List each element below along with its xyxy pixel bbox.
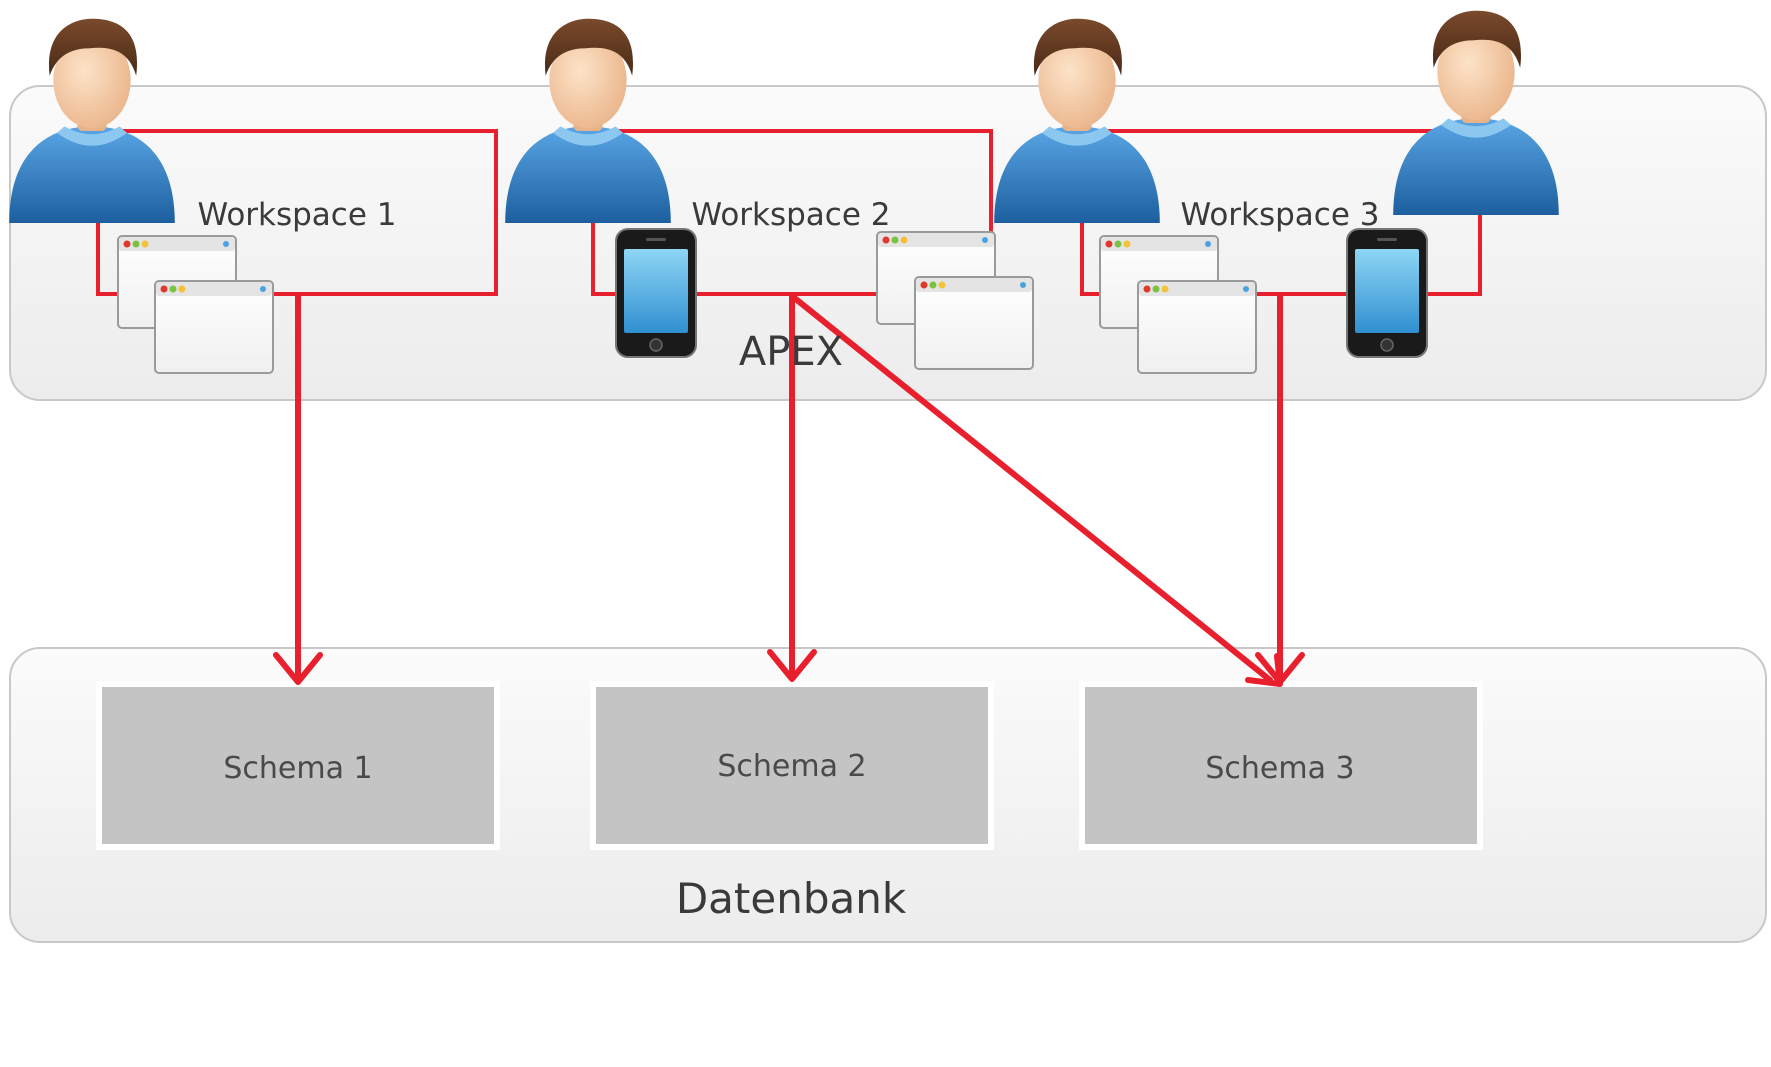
browser-window-icon <box>154 280 274 374</box>
apex-layer-label: APEX <box>739 329 843 375</box>
connector-ws2-to-schema2 <box>767 293 817 682</box>
browser-window-icon <box>1137 280 1257 374</box>
workspace-1-label: Workspace 1 <box>197 197 396 233</box>
database-layer-label: Datenbank <box>676 874 907 923</box>
connector-ws3-to-schema3 <box>1255 293 1305 685</box>
connector-ws1-to-schema1 <box>273 293 323 685</box>
connectors <box>273 293 1305 687</box>
schema-1-label: Schema 1 <box>223 751 372 786</box>
schema-3-label: Schema 3 <box>1205 751 1354 786</box>
workspace-2-label: Workspace 2 <box>691 197 890 233</box>
schema-3-box <box>1079 681 1483 850</box>
workspace-3-label: Workspace 3 <box>1180 197 1379 233</box>
schema-2-box <box>590 681 994 850</box>
phone-icon <box>615 228 697 358</box>
browser-window-icon <box>914 276 1034 370</box>
schema-2-label: Schema 2 <box>717 749 866 784</box>
phone-icon <box>1346 228 1428 358</box>
